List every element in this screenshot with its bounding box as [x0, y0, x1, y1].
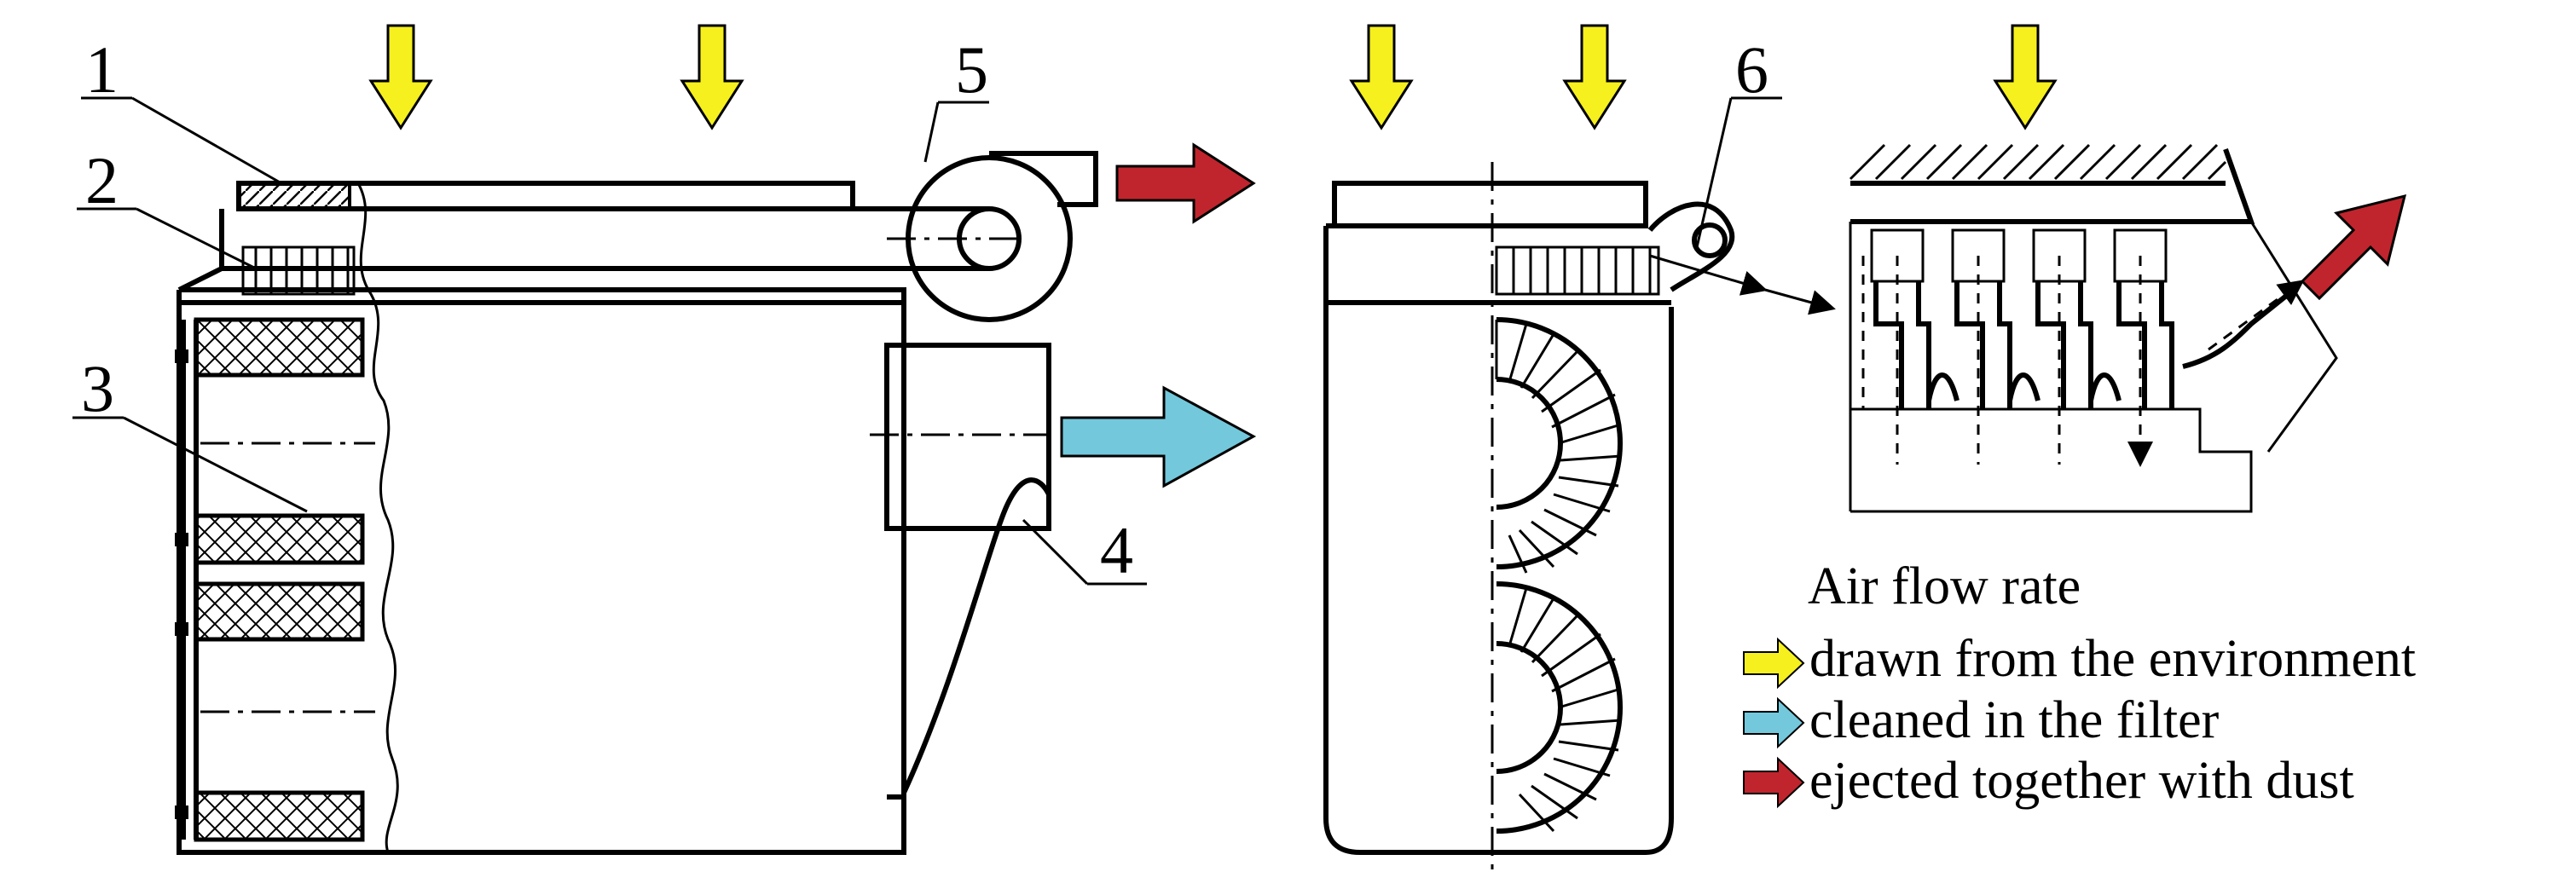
cyclone-tubes: [1861, 228, 2174, 465]
label-2: 2: [85, 143, 119, 217]
legend-arrow-dust: [1743, 756, 1805, 809]
label-6: 6: [1735, 32, 1768, 107]
clean-outlet: [870, 343, 1051, 800]
front-view: [1323, 162, 1836, 878]
legend-arrow-clean: [1743, 696, 1805, 749]
intake-arrow-1: [368, 24, 433, 130]
legend-title: Air flow rate: [1808, 557, 2081, 615]
fan: [853, 151, 1098, 322]
label-3: 3: [81, 351, 114, 425]
label-4: 4: [1100, 513, 1133, 587]
label-1: 1: [85, 32, 119, 107]
intake-arrow-3: [1349, 24, 1414, 130]
pleated-filters: [1495, 317, 1623, 834]
label-5: 5: [955, 32, 988, 107]
detail-view: [1849, 143, 2338, 513]
side-view: [175, 151, 1098, 855]
intake-arrow-4: [1562, 24, 1627, 130]
intake-arrows: [368, 24, 2058, 130]
dust-arrow-detail: [2300, 193, 2407, 301]
clean-air-arrow: [1060, 385, 1257, 488]
leader-lines: [72, 96, 1782, 586]
legend: Air flow rate drawn from the environment…: [1743, 557, 2416, 810]
legend-arrow-intake: [1743, 637, 1805, 690]
legend-item-clean: cleaned in the filter: [1809, 691, 2220, 749]
intake-arrow-2: [680, 24, 744, 130]
legend-item-intake: drawn from the environment: [1809, 630, 2416, 688]
filter-cartridges: [175, 317, 375, 842]
legend-item-dust: ejected together with dust: [1809, 752, 2354, 810]
dust-arrow-fan: [1115, 142, 1256, 224]
intake-arrow-5: [1993, 24, 2058, 130]
cyclone-comb: [241, 245, 356, 296]
